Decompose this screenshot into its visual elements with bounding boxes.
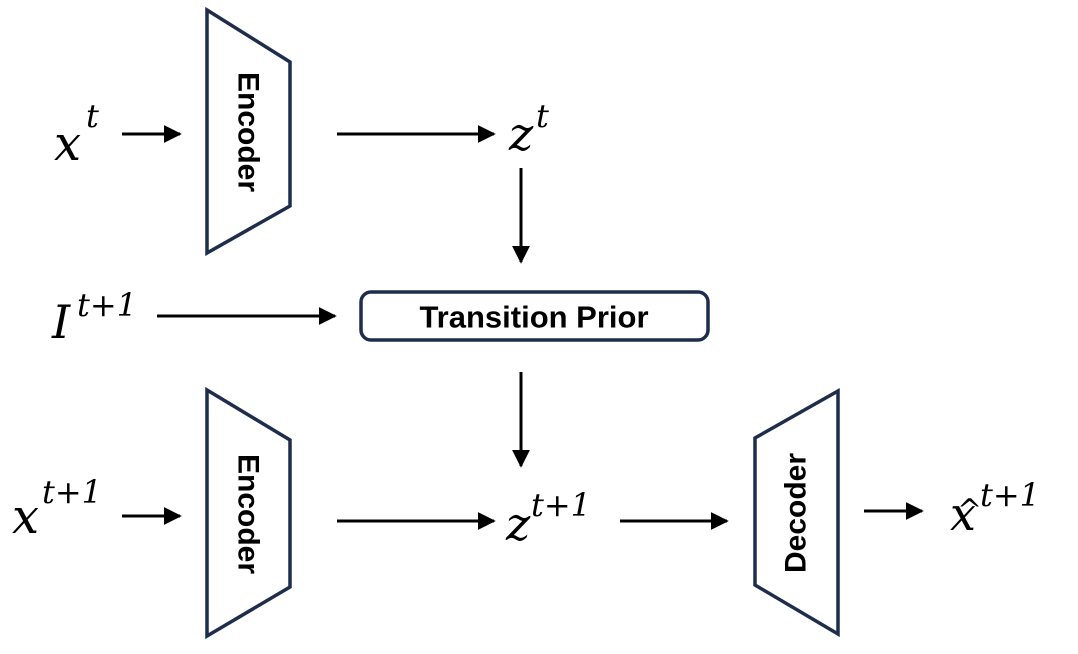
encoder-bottom-block: Encoder [205,386,292,640]
symbol-xhat-t1: x ^ t+1 [950,476,1040,541]
transition-prior-block: Transition Prior [359,290,710,342]
svg-text:t+1: t+1 [531,486,591,524]
svg-text:x: x [950,487,976,541]
svg-text:I: I [51,295,71,349]
svg-text:x: x [12,489,39,545]
svg-text:t: t [86,97,99,135]
svg-text:x: x [54,116,81,172]
encoder-top-label: Encoder [232,72,265,192]
encoder-bottom-label: Encoder [232,454,265,574]
symbol-x-t1: x t+1 [12,473,102,545]
decoder-label: Decoder [780,453,813,573]
symbol-x-t: x t [54,97,99,172]
encoder-top-block: Encoder [205,6,292,257]
decoder-block: Decoder [753,387,840,638]
svg-text:^: ^ [957,493,982,528]
transition-prior-label: Transition Prior [419,300,648,335]
svg-text:z: z [508,107,534,161]
arrows [122,125,924,530]
svg-text:z: z [505,497,531,551]
svg-text:t: t [536,97,549,135]
symbol-I-t1: I t+1 [51,286,137,349]
svg-text:t+1: t+1 [77,286,137,324]
svg-text:t+1: t+1 [980,476,1040,514]
symbol-z-t: z t [508,97,549,161]
symbol-z-t1: z t+1 [505,486,591,551]
svg-text:t+1: t+1 [42,473,102,511]
